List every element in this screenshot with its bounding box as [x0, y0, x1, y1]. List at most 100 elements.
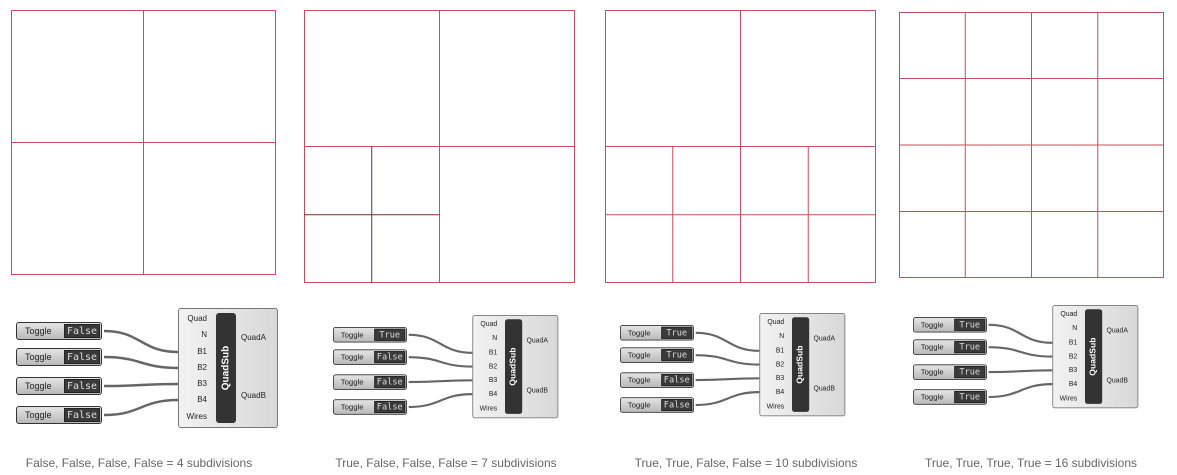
toggle-value[interactable]: False — [661, 374, 693, 387]
input-wires[interactable]: Wires — [1059, 394, 1078, 403]
toggle-label: Toggle — [340, 352, 364, 362]
toggle-value[interactable]: True — [374, 328, 406, 341]
toggle-value[interactable]: True — [954, 391, 986, 404]
boolean-toggle[interactable]: Toggle False — [16, 322, 102, 340]
toggle-value[interactable]: False — [374, 401, 406, 414]
input-quad[interactable]: Quad — [187, 314, 207, 323]
input-b1[interactable]: B1 — [197, 347, 207, 356]
input-b3[interactable]: B3 — [197, 379, 207, 388]
input-n[interactable]: N — [492, 333, 498, 342]
input-b3[interactable]: B3 — [1068, 366, 1078, 374]
output-quada[interactable]: QuadA — [526, 336, 548, 345]
input-b4[interactable]: B4 — [1068, 379, 1078, 388]
toggle-label: Toggle — [25, 381, 52, 391]
toggle-value[interactable]: False — [374, 351, 406, 364]
boolean-toggle[interactable]: Toggle False — [333, 349, 407, 365]
input-quad[interactable]: Quad — [1060, 310, 1078, 318]
toggle-value[interactable]: False — [64, 408, 100, 422]
input-b2[interactable]: B2 — [1068, 352, 1078, 361]
toggle-label: Toggle — [25, 326, 52, 336]
toggle-value[interactable]: True — [661, 349, 693, 362]
wire — [695, 391, 760, 407]
input-b3[interactable]: B3 — [488, 376, 498, 384]
toggle-value[interactable]: True — [661, 326, 693, 339]
component-bar — [505, 319, 523, 414]
output-quadb[interactable]: QuadB — [813, 384, 835, 393]
wire — [408, 379, 473, 384]
toggle-value[interactable]: True — [954, 318, 986, 331]
input-b2[interactable]: B2 — [775, 360, 785, 369]
component-bar — [216, 313, 236, 423]
output-quada[interactable]: QuadA — [813, 334, 835, 343]
input-b1[interactable]: B1 — [1068, 338, 1078, 347]
output-quadb[interactable]: QuadB — [526, 386, 548, 395]
input-b3[interactable]: B3 — [775, 374, 785, 382]
wires — [695, 331, 760, 407]
output-quadb[interactable]: QuadB — [1106, 376, 1128, 385]
input-b2[interactable]: B2 — [488, 362, 498, 371]
quad-diagram — [11, 10, 276, 275]
component-bar — [1085, 309, 1103, 404]
input-n[interactable]: N — [779, 331, 785, 340]
component-name: QuadSub — [1088, 337, 1099, 376]
subdivision-square — [304, 10, 575, 283]
input-n[interactable]: N — [201, 330, 207, 339]
output-quada[interactable]: QuadA — [1106, 326, 1128, 335]
boolean-toggle[interactable]: Toggle False — [16, 377, 102, 395]
input-wires[interactable]: Wires — [766, 402, 785, 411]
toggle-value[interactable]: True — [954, 341, 986, 354]
input-n[interactable]: N — [1072, 323, 1078, 332]
output-quadb[interactable]: QuadB — [241, 391, 266, 400]
wire — [408, 333, 473, 354]
boolean-toggle[interactable]: Toggle False — [333, 374, 407, 390]
toggle-value[interactable]: False — [64, 350, 100, 364]
wire — [103, 398, 179, 417]
wire — [408, 393, 473, 409]
output-quada[interactable]: QuadA — [241, 333, 266, 342]
input-b1[interactable]: B1 — [488, 348, 498, 357]
wire — [695, 331, 760, 352]
toggle-value[interactable]: True — [954, 366, 986, 379]
wire — [408, 356, 473, 368]
wire — [103, 382, 179, 388]
wires — [988, 323, 1053, 399]
wire — [988, 383, 1053, 399]
toggle-value[interactable]: False — [661, 399, 693, 412]
input-b1[interactable]: B1 — [775, 346, 785, 355]
input-b4[interactable]: B4 — [197, 395, 207, 404]
toggle-value[interactable]: False — [64, 324, 100, 338]
boolean-toggle[interactable]: Toggle False — [16, 348, 102, 366]
toggle-label: Toggle — [340, 377, 364, 387]
toggle-value[interactable]: False — [374, 376, 406, 389]
input-b4[interactable]: B4 — [775, 387, 785, 396]
wire — [988, 323, 1053, 344]
quad-diagram — [899, 12, 1164, 278]
caption: True, True, False, False = 10 subdivisio… — [634, 456, 858, 470]
toggle-label: Toggle — [25, 352, 52, 362]
input-wires[interactable]: Wires — [186, 412, 207, 421]
toggle-value[interactable]: False — [64, 379, 100, 393]
input-b4[interactable]: B4 — [488, 389, 498, 398]
input-quad[interactable]: Quad — [480, 320, 498, 328]
input-b2[interactable]: B2 — [197, 363, 207, 372]
input-wires[interactable]: Wires — [479, 404, 498, 413]
input-quad[interactable]: Quad — [767, 318, 785, 326]
